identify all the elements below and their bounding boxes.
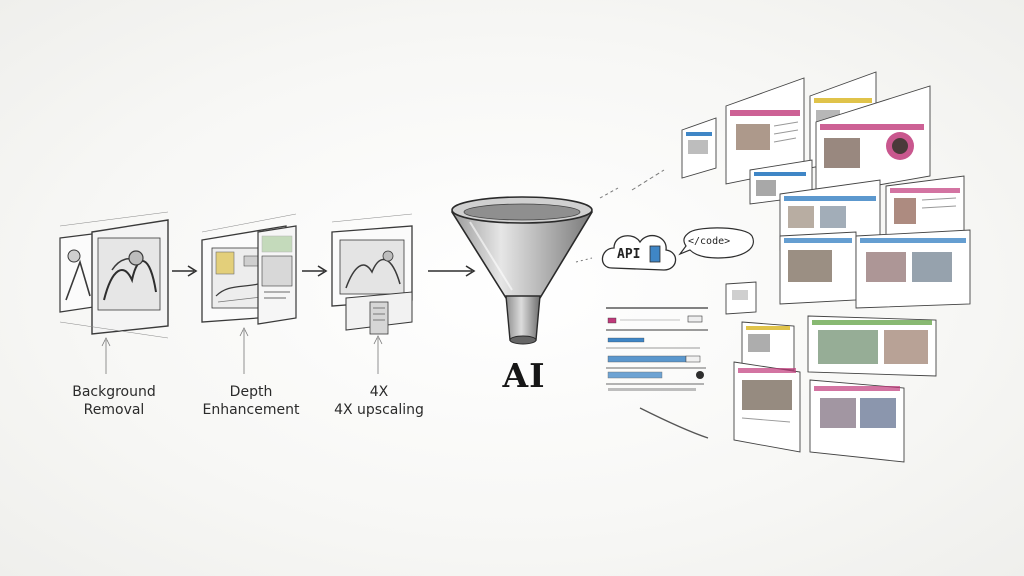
webpage-thumbnail [779,231,857,305]
webpage-thumbnail [681,117,717,179]
settings-panel [606,307,708,391]
step-label-line1: Background [72,384,156,400]
webpage-thumbnail [733,361,801,453]
webpage-thumbnail [725,281,757,315]
webpage-thumbnail [807,315,937,377]
webpage-thumbnail [885,175,965,245]
api-label: API [617,247,641,262]
step-label-line2: Removal [83,402,145,418]
step-label-line2: Enhancement [202,402,300,418]
output-webpages [681,71,971,463]
speech-bubble-icon [678,227,754,259]
step-label-upscaling: 4X 4X upscaling [324,383,434,419]
cloud-icon [601,234,677,271]
step-label-line2: 4X upscaling [334,402,424,418]
arrow-right-icon [302,265,328,277]
step-label-line1: 4X [369,384,389,400]
webpage-thumbnail [725,77,805,185]
webpage-thumbnail [741,321,795,371]
code-label: </code> [688,236,731,247]
funnel-label: AI [502,356,546,395]
step-label-background-removal: Background Removal [62,383,166,419]
webpage-thumbnail [779,179,881,251]
output-stream [575,169,709,439]
step-label-line1: Depth [229,384,273,400]
step-card-upscaling [331,213,413,374]
webpage-thumbnail [809,379,905,463]
step-label-depth-enhancement: Depth Enhancement [196,383,306,419]
step-card-background-removal [59,211,169,374]
webpage-thumbnail [855,229,971,309]
arrow-right-icon [172,265,198,277]
funnel-icon [451,196,593,345]
webpage-thumbnail [815,85,931,197]
arrow-right-icon [428,265,476,277]
step-card-depth-enhancement [201,213,297,374]
